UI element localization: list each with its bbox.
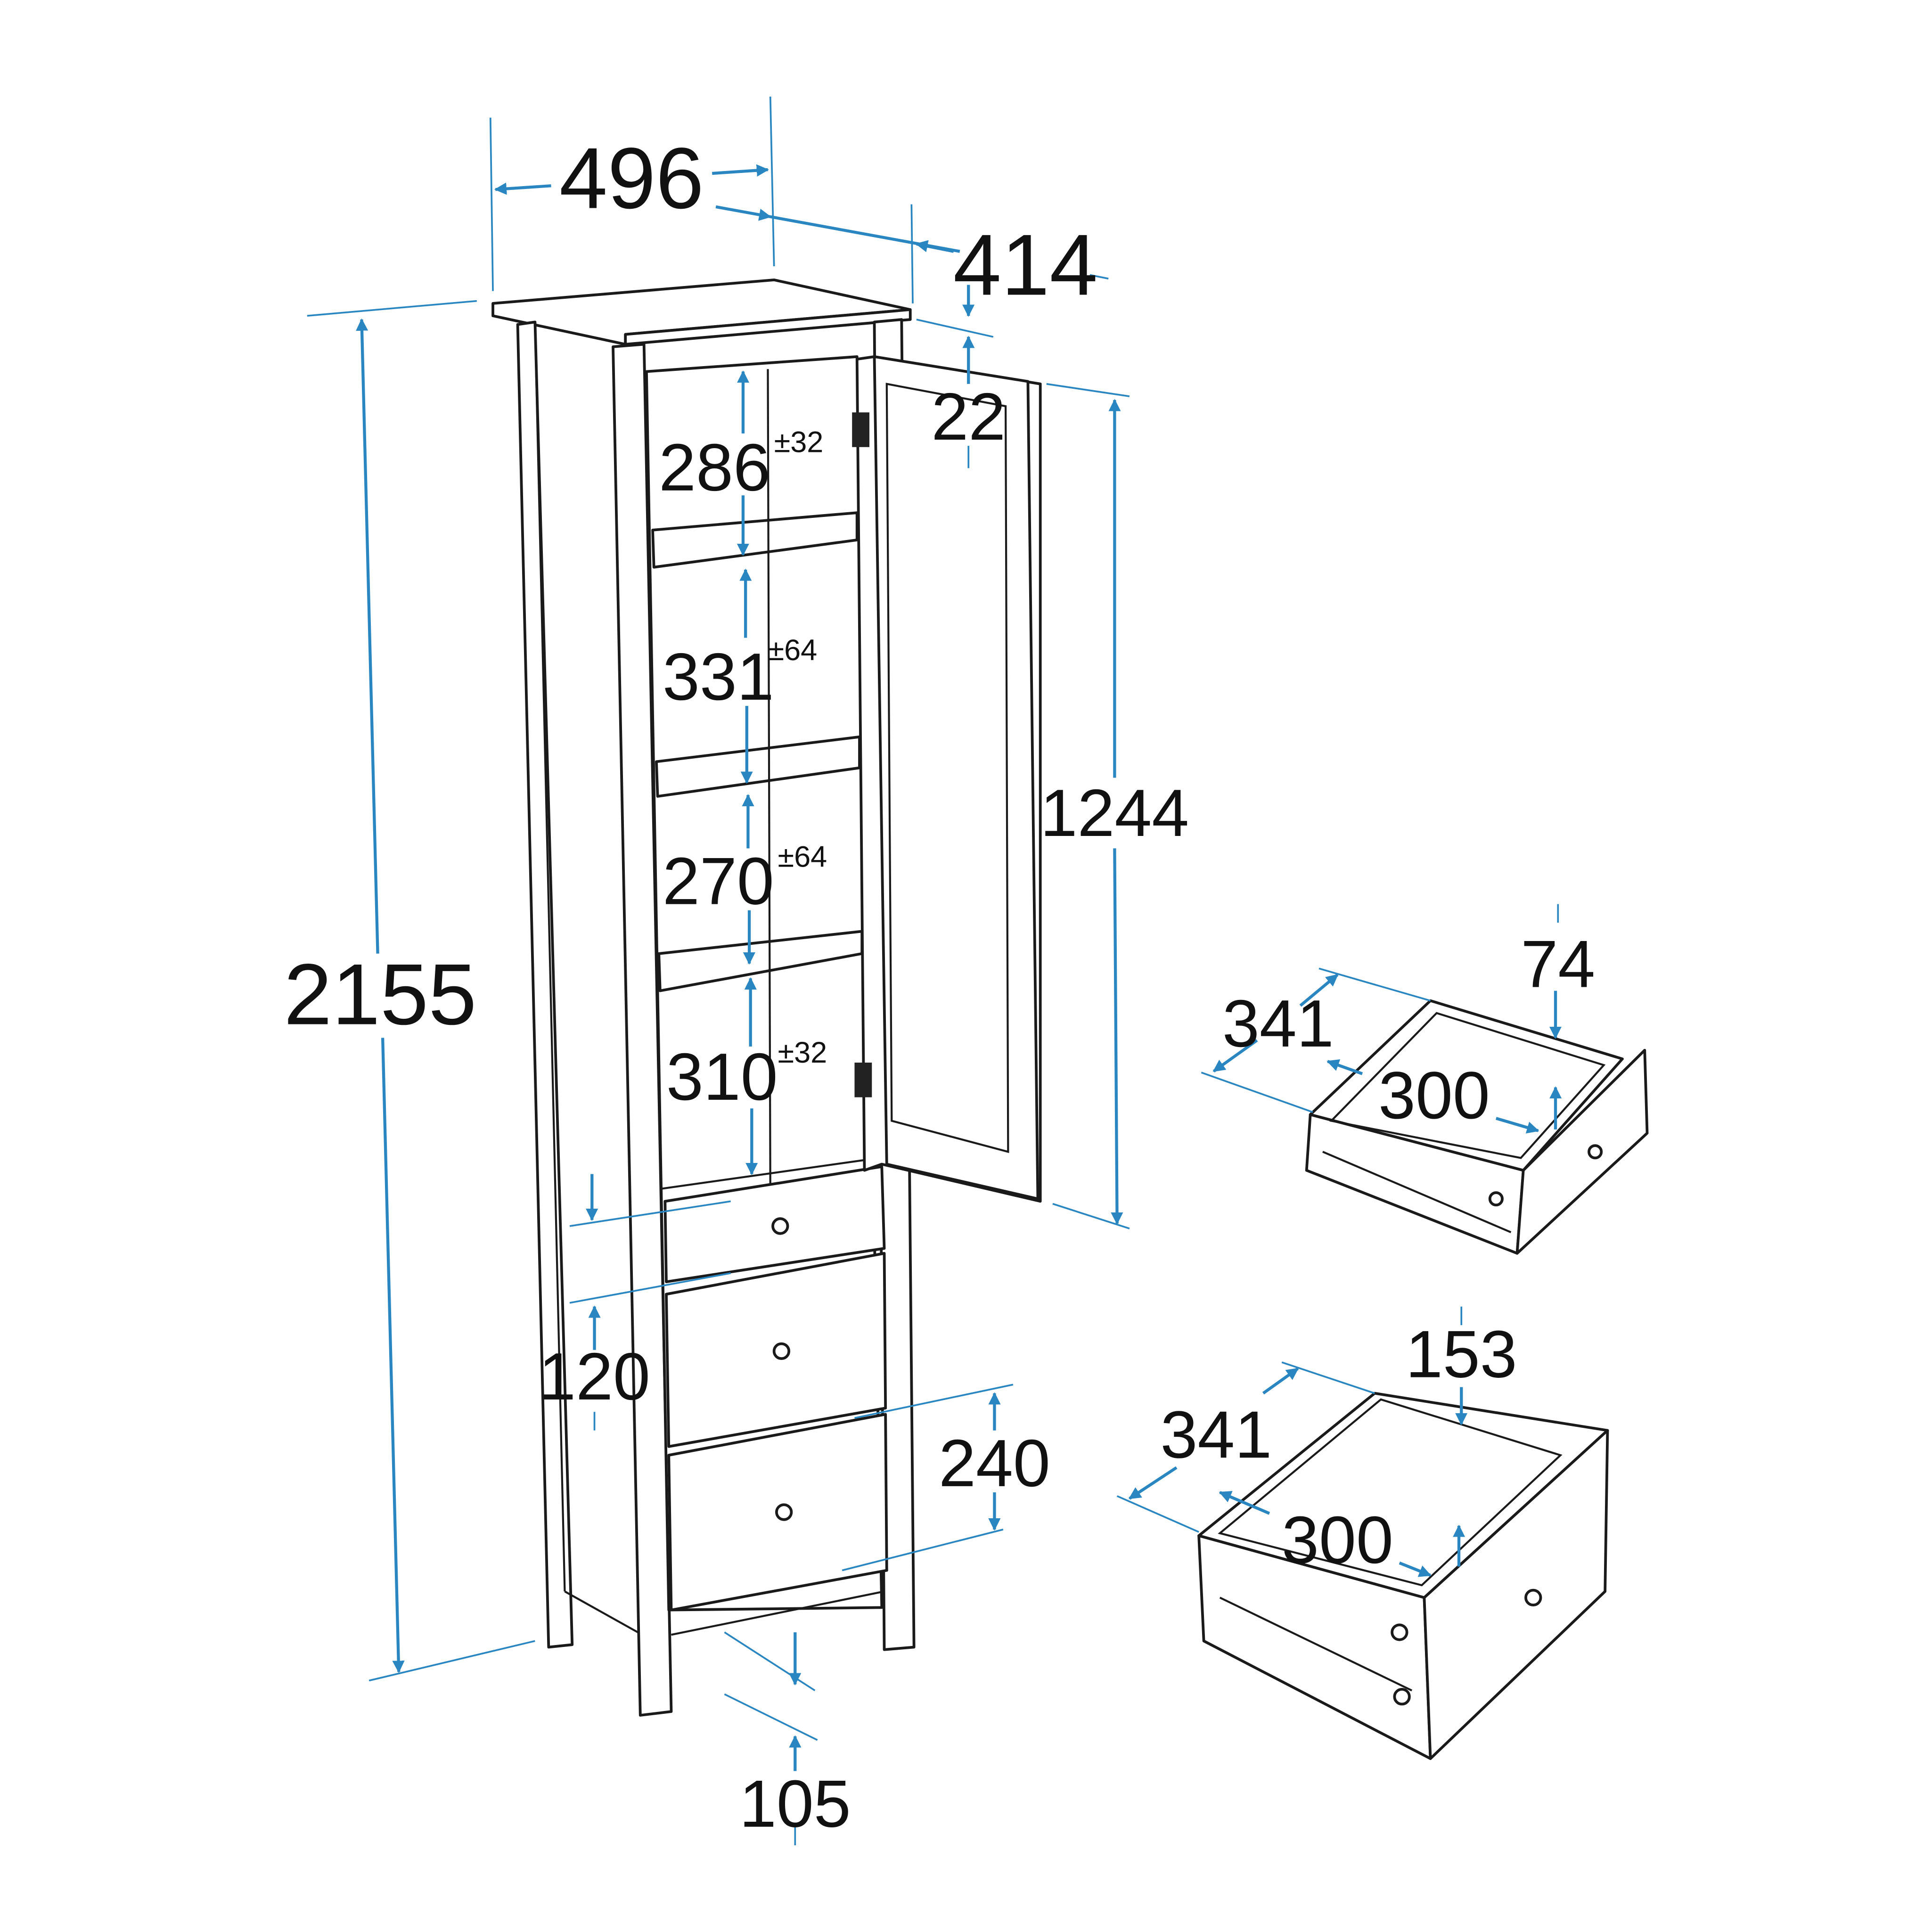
small-drawer-width-label: 300 [1378, 1058, 1490, 1133]
small-drawer-height-label: 74 [1521, 927, 1595, 1002]
shelf-3-tolerance: ±64 [778, 841, 827, 874]
door-thickness-label: 22 [931, 380, 1006, 454]
small-drawer-drawing [1305, 999, 1649, 1255]
total-height-label: 2155 [284, 946, 476, 1043]
shelf-4-label: 310 [666, 1040, 778, 1114]
shelf-4-tolerance: ±32 [778, 1036, 827, 1069]
large-drawer-drawing [1197, 1392, 1609, 1760]
small-drawer-depth-label: 341 [1222, 987, 1334, 1061]
dimension-lines [307, 96, 1558, 1846]
large-drawer-width-label: 300 [1282, 1503, 1393, 1578]
shelf-1-label: 286 [659, 431, 770, 505]
depth-label: 414 [953, 216, 1098, 313]
shelf-2-tolerance: ±64 [768, 634, 817, 667]
large-drawer-depth-label: 341 [1161, 1398, 1272, 1472]
top-drawer-height-label: 120 [539, 1340, 650, 1414]
leg-height-label: 105 [739, 1767, 851, 1842]
width-label: 496 [559, 130, 704, 227]
shelf-2-label: 331 [663, 640, 774, 714]
lower-drawer-height-label: 240 [939, 1426, 1050, 1501]
hinge-icon [852, 412, 869, 447]
shelf-1-tolerance: ±32 [774, 426, 824, 458]
shelf-3-label: 270 [663, 844, 774, 919]
door-height-label: 1244 [1040, 776, 1189, 851]
cabinet-drawing [491, 278, 1042, 1717]
hinge-icon [854, 1063, 872, 1097]
large-drawer-height-label: 153 [1406, 1318, 1517, 1392]
